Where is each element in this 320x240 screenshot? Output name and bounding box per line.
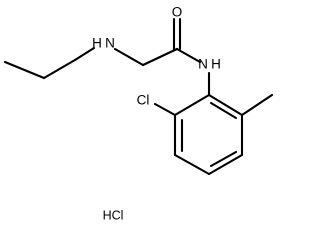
bond-carbonyl-c-amide-n [175,47,202,64]
bond-ring-chlorine [153,102,177,117]
atom-label-amine-hydrogen: H [92,36,102,51]
atom-label-amide-hydrogen: H [211,57,221,72]
bond-ring-methyl [240,93,274,117]
chemical-structure-diagram: O N H H N Cl HCl [3,5,274,222]
ring-bond-bottom-right [207,153,244,176]
ring-inner-double-bottom-right [209,150,238,168]
atom-label-chlorine: Cl [137,93,150,108]
bond-amine-n-ch2 [113,47,145,67]
atom-label-amine-nitrogen: N [105,36,115,51]
ring-bond-top-right [207,93,244,117]
atom-label-amide-nitrogen: N [198,57,208,72]
bond-propyl-c1-amine-n [73,46,96,62]
bond-ch2-carbonyl-c [141,47,179,67]
ring-bond-bottom-left [173,153,211,176]
salt-label-hcl: HCl [103,208,124,222]
atom-label-oxygen: O [172,5,183,20]
ring-inner-double-top-right [209,101,238,120]
bond-propyl-c2-c1 [42,58,77,80]
bond-propyl-c3-c2 [3,60,46,80]
ring-bond-top-left [173,93,211,117]
